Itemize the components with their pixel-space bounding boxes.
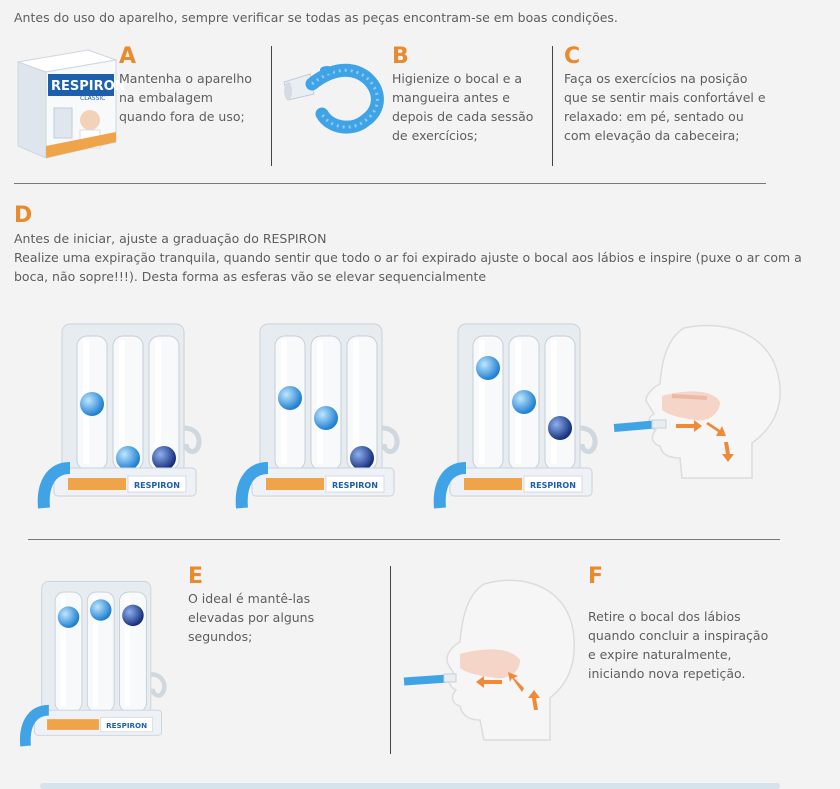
head-profile-image: [403, 579, 575, 741]
divider: [390, 566, 391, 754]
mouthpiece-hose-image: [283, 63, 384, 134]
step-a-letter: A: [119, 44, 137, 69]
step-f-letter: F: [588, 564, 604, 589]
product-box-image: RESPIRON CLASSIC: [16, 49, 126, 159]
separator: [28, 539, 780, 540]
bottom-bar: [40, 783, 780, 789]
step-d-letter: D: [14, 203, 33, 228]
svg-text:RESPIRON: RESPIRON: [332, 481, 378, 490]
head-profile-image: [613, 324, 781, 479]
svg-text:RESPIRON: RESPIRON: [106, 721, 147, 730]
step-b-letter: B: [392, 44, 409, 69]
svg-text:RESPIRON: RESPIRON: [134, 481, 180, 490]
step-d-text: Antes de iniciar, ajuste a graduação do …: [14, 231, 802, 284]
separator: [14, 183, 766, 184]
intro-text: Antes do uso do aparelho, sempre verific…: [14, 10, 618, 25]
step-e-letter: E: [188, 564, 204, 589]
airflow-arrow-icon: [476, 672, 540, 710]
respiron-device-image: RESPIRON: [19, 580, 167, 747]
airflow-arrow-icon: [676, 420, 734, 462]
step-c-letter: C: [564, 44, 581, 69]
divider: [271, 46, 272, 166]
respiron-device-image: RESPIRON: [433, 323, 598, 509]
divider: [552, 46, 553, 166]
respiron-device-image: RESPIRON: [235, 323, 400, 509]
box-brand: RESPIRON: [51, 79, 126, 94]
respiron-device-image: RESPIRON: [37, 323, 202, 509]
box-model: CLASSIC: [80, 95, 105, 102]
svg-text:RESPIRON: RESPIRON: [530, 481, 576, 490]
